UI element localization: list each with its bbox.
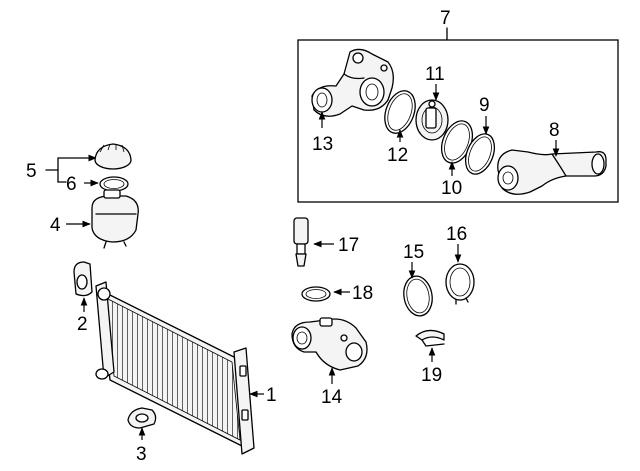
callout-17: 17 xyxy=(338,235,359,256)
callout-11: 11 xyxy=(425,64,445,85)
callout-6: 6 xyxy=(66,174,77,195)
part-19-clip xyxy=(415,329,445,347)
callout-14: 14 xyxy=(321,387,343,408)
part-5-reservoir-cap xyxy=(94,143,132,170)
part-2-radiator-mount xyxy=(73,261,93,297)
part-4-expansion-tank xyxy=(91,189,139,249)
part-17-temperature-sensor xyxy=(293,217,309,267)
part-14-outlet-housing xyxy=(291,317,368,371)
callout-19: 19 xyxy=(421,365,442,386)
callout-13: 13 xyxy=(312,134,333,155)
callout-18: 18 xyxy=(352,283,373,304)
callout-5-bracket xyxy=(45,154,97,183)
callout-9: 9 xyxy=(479,95,490,116)
part-3-lower-mount xyxy=(127,407,157,429)
part-8-coolant-pipe xyxy=(497,149,607,195)
callout-8: 8 xyxy=(549,120,560,141)
callout-3: 3 xyxy=(136,444,147,465)
callout-16: 16 xyxy=(446,224,467,245)
callout-10: 10 xyxy=(441,178,462,199)
part-1-radiator xyxy=(95,281,255,455)
part-18-o-ring xyxy=(301,286,331,302)
part-16-gasket xyxy=(445,263,475,305)
part-11-thermostat xyxy=(415,99,449,141)
part-15-seal xyxy=(403,275,433,317)
part-12-o-ring xyxy=(384,90,416,134)
callout-12: 12 xyxy=(387,145,408,166)
callout-1: 1 xyxy=(266,385,277,406)
callout-15: 15 xyxy=(403,242,424,263)
callout-7: 7 xyxy=(440,8,451,29)
callout-4: 4 xyxy=(50,215,61,236)
callout-5: 5 xyxy=(26,161,37,182)
callout-2: 2 xyxy=(77,314,88,335)
group-7-frame xyxy=(297,39,619,203)
part-6-o-ring xyxy=(99,176,129,192)
part-13-thermostat-housing xyxy=(311,48,394,117)
